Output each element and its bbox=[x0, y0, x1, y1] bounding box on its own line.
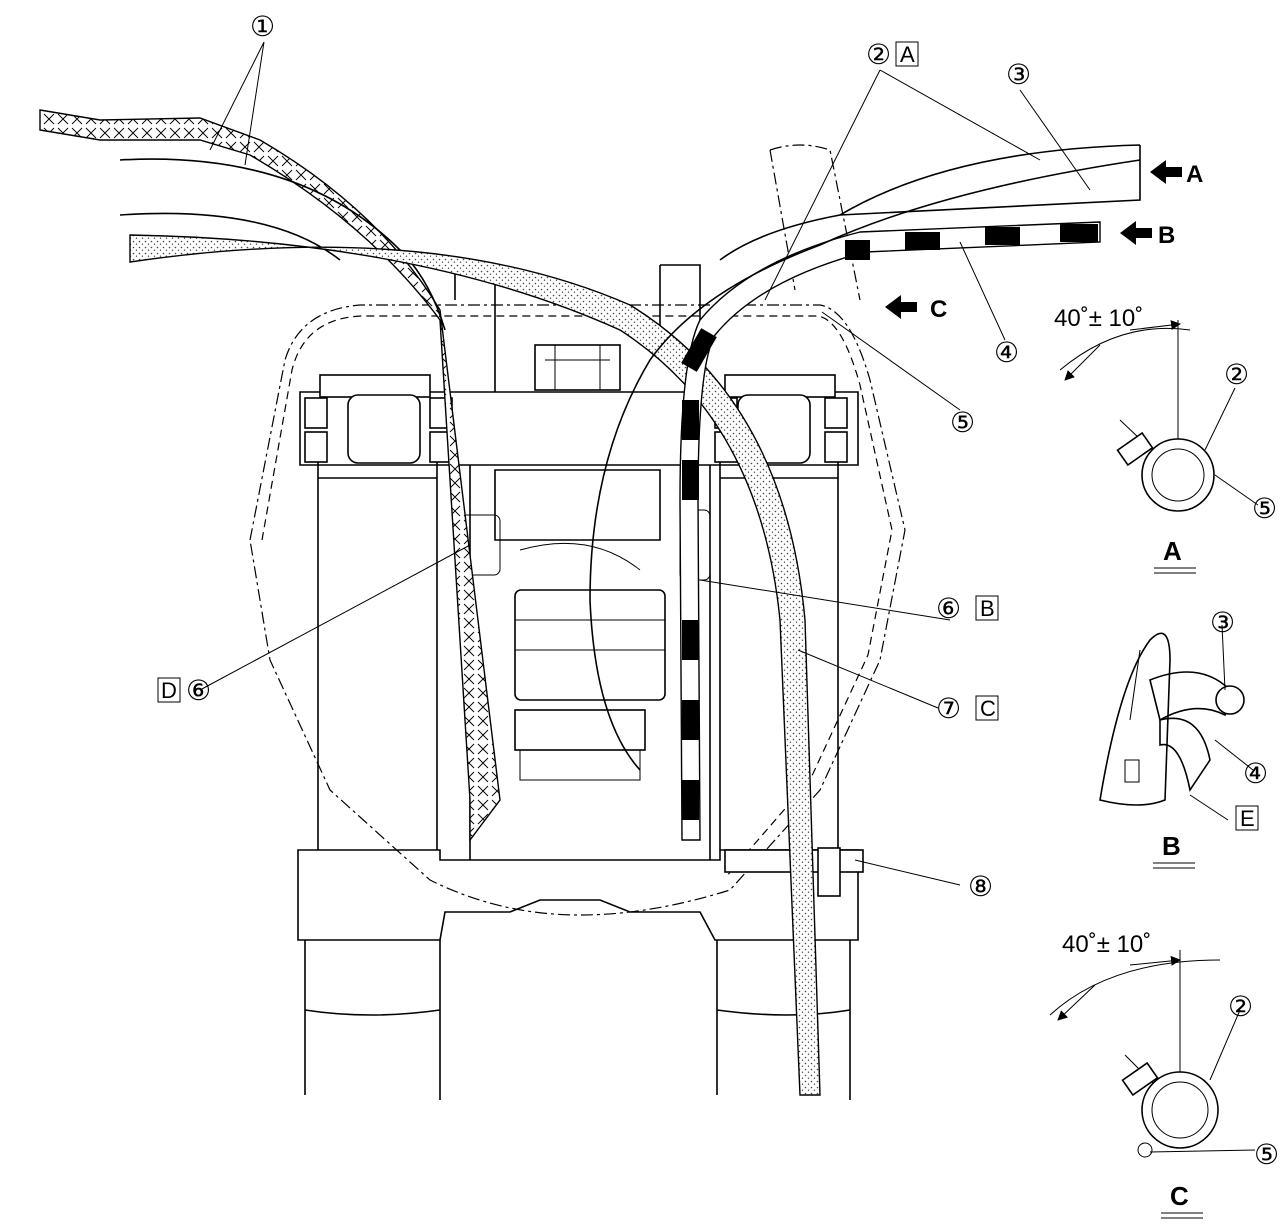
callout-2-top: ② bbox=[866, 39, 891, 70]
cable-5 bbox=[589, 159, 1141, 771]
left-bolts bbox=[304, 394, 453, 464]
callout-5-detail-c: ⑤ bbox=[1254, 1139, 1279, 1170]
callout-4-main: ④ bbox=[994, 337, 1019, 368]
stem-detail bbox=[545, 345, 610, 390]
connector-block bbox=[514, 709, 646, 751]
callout-3-top: ③ bbox=[1006, 59, 1031, 90]
detail-title-a: A bbox=[1163, 536, 1182, 566]
cable-4 bbox=[679, 221, 1101, 841]
callout-6-left: ⑥ bbox=[186, 675, 211, 706]
box-c: C bbox=[980, 696, 996, 721]
cable-3 bbox=[719, 144, 1141, 261]
detail-title-c: C bbox=[1170, 1181, 1189, 1211]
box-b: B bbox=[980, 596, 995, 621]
clamp-bolt bbox=[817, 847, 841, 897]
box-a: A bbox=[900, 42, 915, 67]
angle-label-c: 40˚± 10˚ bbox=[1062, 931, 1151, 958]
arrow-b-label: B bbox=[1158, 222, 1175, 249]
headlight-cover-inner bbox=[261, 315, 893, 879]
boxed-letters: A B C D E bbox=[157, 41, 1259, 831]
detail-c bbox=[1049, 950, 1221, 1158]
right-clamp bbox=[724, 374, 836, 398]
detail-a bbox=[1059, 320, 1215, 512]
callouts: ① ② ③ ④ ⑤ ⑥ ⑥ ⑦ ⑧ ② ⑤ ③ ④ ② ⑤ bbox=[186, 11, 1279, 1170]
angle-label-a: 40˚± 10˚ bbox=[1054, 305, 1143, 332]
callout-7: ⑦ bbox=[936, 693, 961, 724]
leader-lines bbox=[199, 41, 1259, 1153]
callout-6-right: ⑥ bbox=[936, 593, 961, 624]
detail-title-b: B bbox=[1162, 831, 1181, 861]
callout-8: ⑧ bbox=[968, 871, 993, 902]
callout-3-detail-b: ③ bbox=[1210, 607, 1235, 638]
callout-1: ① bbox=[250, 11, 275, 42]
coil-detail bbox=[515, 542, 665, 651]
cable-7 bbox=[129, 234, 821, 1096]
left-fork-lower bbox=[304, 940, 441, 1100]
cable-1-upper bbox=[39, 109, 501, 843]
lower-bracket bbox=[297, 849, 859, 941]
connector-lower bbox=[519, 749, 641, 781]
arrow-a-icon bbox=[1150, 160, 1182, 184]
callout-5-detail-a: ⑤ bbox=[1252, 493, 1277, 524]
headlight-cover-outline bbox=[249, 304, 906, 916]
cable-4-stripes bbox=[681, 224, 1098, 820]
detail-titles: 40˚± 10˚ 40˚± 10˚ A B C bbox=[1054, 305, 1203, 1219]
left-fork-upper bbox=[317, 462, 438, 850]
detail-b bbox=[1099, 632, 1245, 806]
box-e: E bbox=[1240, 806, 1255, 831]
arrow-a-label: A bbox=[1186, 161, 1203, 188]
arrow-c-label: C bbox=[930, 296, 947, 323]
right-fork-upper bbox=[719, 462, 839, 850]
arrow-b-icon bbox=[1120, 221, 1152, 245]
callout-2-detail-a: ② bbox=[1224, 359, 1249, 390]
right-fork-lower bbox=[716, 940, 851, 1100]
callout-4-detail-b: ④ bbox=[1243, 758, 1268, 789]
cables bbox=[39, 109, 1141, 1096]
view-arrows: A B C bbox=[885, 160, 1203, 323]
stem-nut bbox=[534, 344, 621, 391]
box-d: D bbox=[161, 678, 177, 703]
arrow-c-icon bbox=[885, 295, 917, 319]
upper-bracket bbox=[299, 391, 859, 466]
callout-2-detail-c: ② bbox=[1228, 991, 1253, 1022]
left-clamp bbox=[319, 374, 431, 398]
callout-5-main: ⑤ bbox=[950, 407, 975, 438]
